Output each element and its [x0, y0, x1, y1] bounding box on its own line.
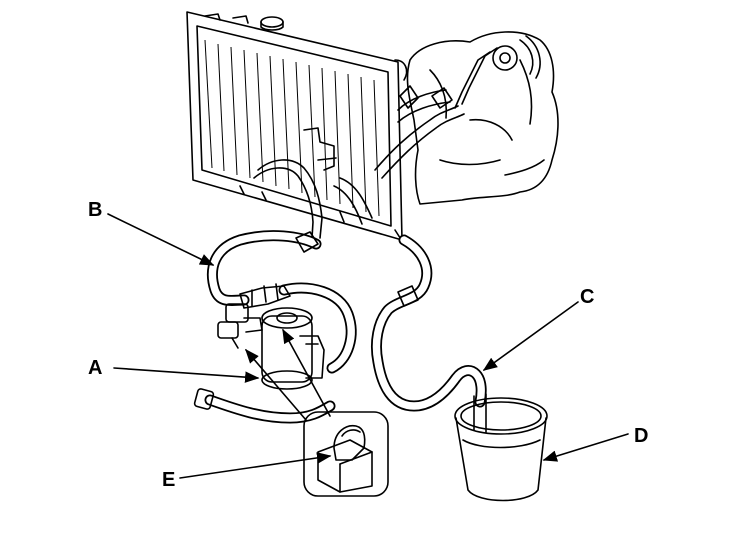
label-c: C [580, 286, 595, 308]
leader-c [482, 301, 579, 371]
label-d: D [634, 425, 649, 447]
hose-b [206, 230, 322, 307]
supply-hose [193, 388, 336, 424]
leader-b [107, 213, 215, 266]
upper-hoses [374, 85, 465, 179]
label-e: E [162, 469, 176, 491]
loop-hose [278, 282, 357, 374]
label-a: A [88, 357, 103, 379]
label-b: B [88, 199, 103, 221]
hose-c [370, 234, 487, 412]
hose-fitting [193, 388, 215, 410]
flush-tool [217, 283, 325, 390]
detail-inset [303, 411, 389, 497]
leader-d [542, 433, 629, 462]
leader-e [179, 452, 332, 479]
leader-a [113, 367, 260, 383]
radiator-cap [260, 16, 284, 28]
inset-pointer-2 [282, 328, 331, 417]
engine-block [406, 31, 559, 205]
radiator [186, 11, 408, 245]
lower-hose [253, 159, 373, 239]
bucket [454, 393, 548, 502]
inset-pointer-1 [245, 348, 307, 421]
